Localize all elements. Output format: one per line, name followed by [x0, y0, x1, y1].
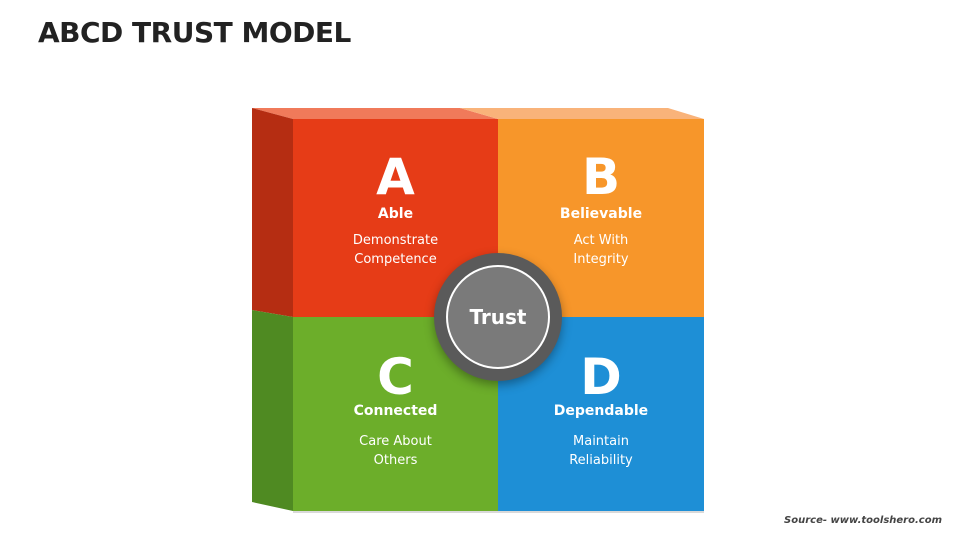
quadrant-desc-line: Reliability [569, 453, 633, 468]
trust-label: Trust [446, 265, 550, 369]
quadrant-description: Demonstrate Competence [293, 231, 498, 269]
quadrant-description: Maintain Reliability [498, 432, 704, 470]
source-credit: Source- www.toolshero.com [784, 515, 942, 526]
quadrant-name: Dependable [553, 403, 649, 419]
quadrant-desc-line: Demonstrate [352, 233, 439, 248]
quadrant-connected: C Connected Care About Others [293, 317, 498, 511]
quadrant-letter: A [376, 148, 415, 206]
quadrant-name: Connected [353, 403, 438, 419]
cube-side-green [252, 310, 293, 511]
quadrant-letter: B [581, 148, 621, 206]
quadrant-desc-line: Act With [573, 233, 629, 248]
quadrant-name: Able [377, 206, 414, 222]
slide-title: ABCD TRUST MODEL [38, 16, 351, 49]
quadrant-desc-line: Others [373, 453, 418, 468]
quadrant-letter: C [377, 348, 414, 406]
cube-side-red [252, 108, 293, 317]
cube-top-orange [460, 108, 704, 119]
quadrant-desc-line: Integrity [573, 252, 629, 267]
trust-hub: Trust [434, 253, 562, 381]
quadrant-description: Act With Integrity [498, 231, 704, 269]
cube-top-red [252, 108, 498, 119]
cube-bottom-shadow [293, 511, 704, 513]
quadrant-letter: D [580, 348, 622, 406]
quadrant-desc-line: Competence [354, 252, 437, 267]
quadrant-desc-line: Maintain [573, 434, 629, 449]
quadrant-desc-line: Care About [359, 434, 432, 449]
quadrant-description: Care About Others [293, 432, 498, 470]
quadrant-name: Believable [559, 206, 643, 222]
